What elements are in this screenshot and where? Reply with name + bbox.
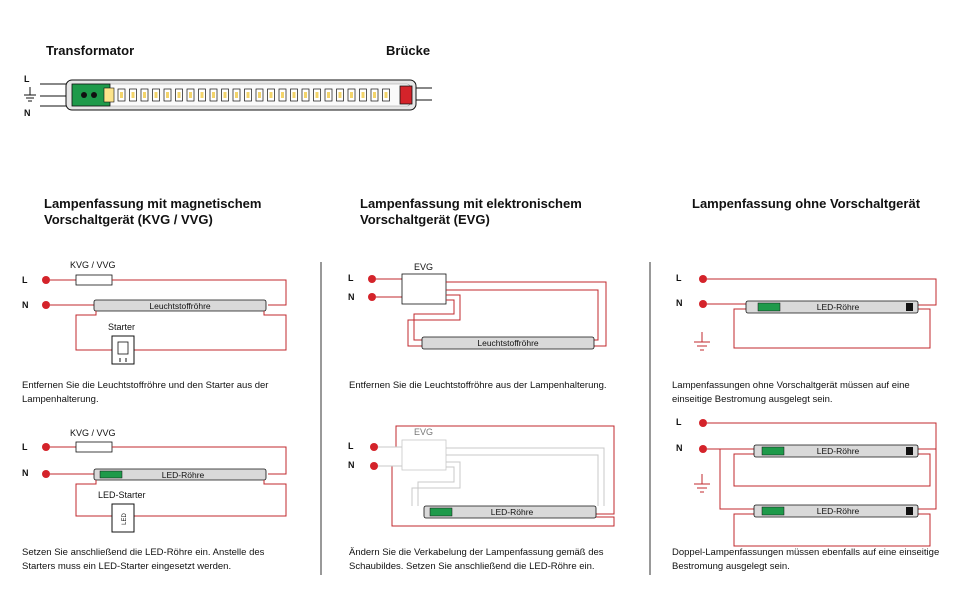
evg-diagram-led: L N EVG LED-Röhre <box>348 425 615 527</box>
led-chip-core <box>281 92 284 98</box>
led-chip-core <box>384 92 388 98</box>
led-tube <box>745 300 919 314</box>
led-chip-core <box>131 92 135 98</box>
column-no-ballast: Lampenfassung ohne Vorschaltgerät L N LE… <box>672 196 939 572</box>
kvg-ballast <box>75 274 113 286</box>
label-L: L <box>348 273 354 283</box>
caption: Lampenhalterung. <box>22 394 99 405</box>
led-chip-core <box>223 92 227 98</box>
evg-ballast-removed <box>401 439 447 471</box>
caption: Ändern Sie die Verkabelung der Lampenfas… <box>349 547 604 558</box>
caption: Lampenfassungen ohne Vorschaltgerät müss… <box>672 380 910 391</box>
caption: Starters muss ein LED-Starter eingesetzt… <box>22 561 231 572</box>
bridge-label: Brücke <box>386 43 430 58</box>
kvg-diagram-fluorescent: L N KVG / VVG Leuchtstoffröhre Starter <box>22 260 287 365</box>
label-N: N <box>348 292 355 302</box>
kvg-diagram-led: L N KVG / VVG LED-Röhre LED-Starter LED <box>22 428 287 533</box>
starter-label: LED-Starter <box>98 490 146 500</box>
ballast-label: KVG / VVG <box>70 428 116 438</box>
led-tube <box>423 505 597 519</box>
tube-label: LED-Röhre <box>817 302 860 312</box>
ballast-label: KVG / VVG <box>70 260 116 270</box>
label-N: N <box>676 298 683 308</box>
label-N: N <box>348 460 355 470</box>
led-chip-core <box>292 92 296 98</box>
column-magnetic-ballast: Lampenfassung mit magnetischem Vorschalt… <box>22 196 287 572</box>
led-chip-core <box>373 92 376 98</box>
led-chip-row <box>117 88 390 102</box>
led-chip-core <box>327 92 330 98</box>
tube-label: LED-Röhre <box>491 507 534 517</box>
led-chip-core <box>154 92 158 98</box>
led-chip-core <box>120 92 123 98</box>
tube-label: LED-Röhre <box>817 446 860 456</box>
ground-icon <box>24 87 36 102</box>
transformer-label: Transformator <box>46 43 134 58</box>
caption: einseitige Bestromung ausgelegt sein. <box>672 394 833 405</box>
fluorescent-tube <box>93 299 267 312</box>
evg-diagram-fluorescent: L N EVG Leuchtstoffröhre <box>348 262 607 350</box>
led-chip-core <box>304 92 307 98</box>
led-chip-core <box>338 92 342 98</box>
led-chip-core <box>235 92 238 98</box>
column-title: Vorschaltgerät (KVG / VVG) <box>44 212 213 227</box>
column-title: Vorschaltgerät (EVG) <box>360 212 490 227</box>
caption: Entfernen Sie die Leuchtstoffröhre und d… <box>22 380 268 391</box>
label-L: L <box>22 442 28 452</box>
led-tube <box>753 444 919 458</box>
top-label-L: L <box>24 74 30 84</box>
label-N: N <box>676 443 683 453</box>
column-electronic-ballast: Lampenfassung mit elektronischem Vorscha… <box>348 196 615 572</box>
led-tube <box>93 468 267 481</box>
led-starter-icon <box>111 503 135 533</box>
led-chip-core <box>143 92 146 98</box>
label-L: L <box>22 275 28 285</box>
led-starter-text: LED <box>122 512 128 524</box>
label-L: L <box>676 417 682 427</box>
tube-label: Leuchtstoffröhre <box>149 301 211 311</box>
led-chip-core <box>258 92 261 98</box>
led-chip-core <box>246 92 250 98</box>
label-L: L <box>676 273 682 283</box>
no-ballast-diagram-double: L N LED-Röhre LED-Röhre <box>676 417 937 547</box>
column-title: Lampenfassung ohne Vorschaltgerät <box>692 196 921 211</box>
starter-label: Starter <box>108 322 135 332</box>
ground-icon <box>694 474 710 493</box>
bridge-module <box>399 85 413 105</box>
led-chip-core <box>269 92 273 98</box>
led-chip-core <box>361 92 365 98</box>
caption: Bestromung ausgelegt sein. <box>672 561 790 572</box>
column-title: Lampenfassung mit elektronischem <box>360 196 582 211</box>
caption: Entfernen Sie die Leuchtstoffröhre aus d… <box>349 380 607 391</box>
no-ballast-diagram-single: L N LED-Röhre <box>676 273 937 351</box>
caption: Doppel-Lampenfassungen müssen ebenfalls … <box>672 547 939 558</box>
column-title: Lampenfassung mit magnetischem <box>44 196 261 211</box>
ballast-label: EVG <box>414 427 433 437</box>
led-chip-core <box>350 92 353 98</box>
evg-ballast <box>401 273 447 305</box>
led-chip-core <box>212 92 215 98</box>
led-chip-core <box>177 92 181 98</box>
top-label-N: N <box>24 108 31 118</box>
top-led-tube-illustration: Transformator Brücke L N <box>24 43 432 118</box>
led-chip-core <box>315 92 319 98</box>
label-N: N <box>22 300 29 310</box>
led-chip-core <box>166 92 169 98</box>
caption: Schaubildes. Setzen Sie anschließend die… <box>349 561 595 572</box>
tube-label: Leuchtstoffröhre <box>477 338 539 348</box>
led-tube <box>753 504 919 518</box>
fluorescent-tube <box>421 336 595 350</box>
label-N: N <box>22 468 29 478</box>
caption: Setzen Sie anschließend die LED-Röhre ei… <box>22 547 265 558</box>
tube-label: LED-Röhre <box>162 470 205 480</box>
label-L: L <box>348 441 354 451</box>
led-chip-core <box>189 92 192 98</box>
ground-icon <box>694 332 710 351</box>
led-chip-core <box>200 92 204 98</box>
tube-label: LED-Röhre <box>817 506 860 516</box>
kvg-ballast <box>75 441 113 453</box>
ballast-label: EVG <box>414 262 433 272</box>
